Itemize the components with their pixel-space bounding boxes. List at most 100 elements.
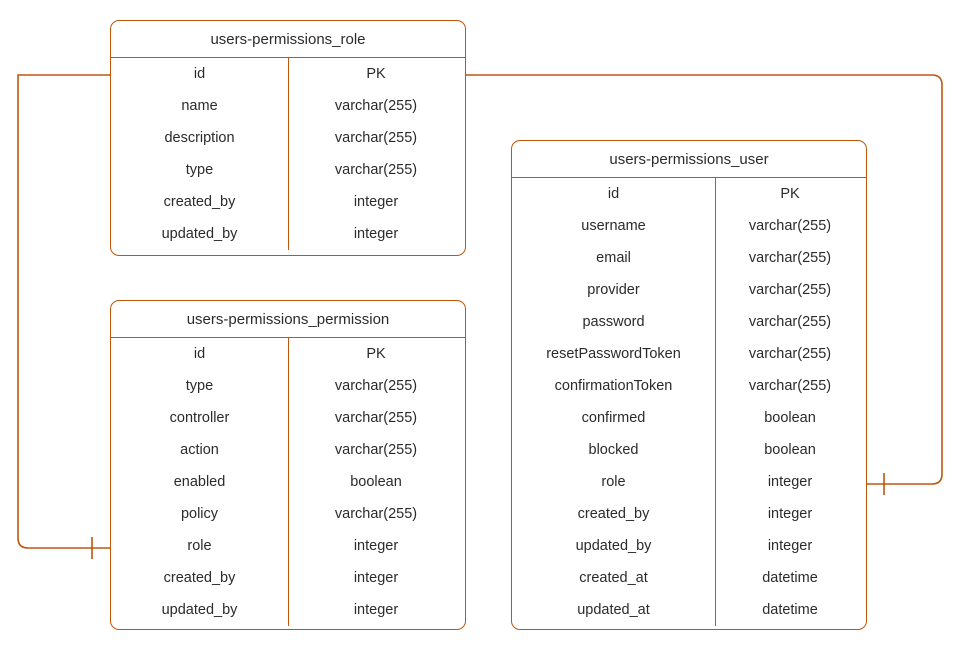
field-name: enabled: [173, 474, 226, 490]
entity-title-user: users-permissions_user: [512, 141, 866, 178]
field-type: varchar(255): [334, 410, 418, 426]
field-type: varchar(255): [334, 378, 418, 394]
entity-title-role: users-permissions_role: [111, 21, 465, 58]
field-name: updated_by: [161, 226, 238, 242]
entity-fields-permission: id PK type varchar(255) controller varchar(25…: [111, 338, 465, 626]
field-name: password: [582, 314, 645, 330]
field-row[interactable]: created_by integer: [111, 562, 465, 594]
field-name: confirmationToken: [554, 378, 673, 394]
field-type: varchar(255): [334, 162, 418, 178]
field-name: confirmed: [581, 410, 646, 426]
entity-title-permission: users-permissions_permission: [111, 301, 465, 338]
field-type: PK: [366, 66, 386, 82]
field-type: boolean: [764, 442, 816, 458]
field-name: created_at: [579, 570, 648, 586]
field-name: type: [185, 162, 214, 178]
field-name: blocked: [588, 442, 639, 458]
field-type: datetime: [762, 570, 818, 586]
entity-fields-role: id PK name varchar(255) description varchar(2…: [111, 58, 465, 250]
field-row[interactable]: confirmationToken varchar(255): [512, 370, 866, 402]
field-type: varchar(255): [748, 282, 832, 298]
field-row[interactable]: description varchar(255): [111, 122, 465, 154]
field-row[interactable]: confirmed boolean: [512, 402, 866, 434]
field-row[interactable]: created_at datetime: [512, 562, 866, 594]
field-name: updated_at: [577, 602, 650, 618]
field-row[interactable]: updated_by integer: [111, 218, 465, 250]
field-name: controller: [169, 410, 230, 426]
field-name: username: [581, 218, 646, 234]
field-name: name: [181, 98, 218, 114]
column-divider: [288, 58, 289, 250]
field-type: integer: [353, 226, 399, 242]
column-divider: [715, 178, 716, 626]
field-type: integer: [767, 538, 813, 554]
field-name: policy: [180, 506, 219, 522]
field-type: varchar(255): [748, 218, 832, 234]
field-name: provider: [587, 282, 640, 298]
field-type: boolean: [764, 410, 816, 426]
field-type: varchar(255): [748, 346, 832, 362]
field-row[interactable]: id PK: [111, 58, 465, 90]
field-row[interactable]: type varchar(255): [111, 370, 465, 402]
field-type: integer: [353, 194, 399, 210]
field-name: resetPasswordToken: [546, 346, 681, 362]
field-name: id: [193, 66, 206, 82]
field-type: PK: [780, 186, 800, 202]
field-name: description: [164, 130, 235, 146]
field-row[interactable]: password varchar(255): [512, 306, 866, 338]
field-type: integer: [353, 602, 399, 618]
field-row[interactable]: name varchar(255): [111, 90, 465, 122]
field-name: action: [180, 442, 219, 458]
field-row[interactable]: enabled boolean: [111, 466, 465, 498]
field-type: varchar(255): [334, 98, 418, 114]
field-row[interactable]: updated_by integer: [512, 530, 866, 562]
field-name: id: [193, 346, 206, 362]
field-row[interactable]: id PK: [512, 178, 866, 210]
field-row[interactable]: created_by integer: [111, 186, 465, 218]
field-row[interactable]: role integer: [512, 466, 866, 498]
field-row[interactable]: id PK: [111, 338, 465, 370]
field-row[interactable]: type varchar(255): [111, 154, 465, 186]
field-type: boolean: [350, 474, 402, 490]
field-name: type: [185, 378, 214, 394]
field-row[interactable]: role integer: [111, 530, 465, 562]
field-type: varchar(255): [748, 250, 832, 266]
field-name: id: [607, 186, 620, 202]
field-type: PK: [366, 346, 386, 362]
field-name: email: [596, 250, 631, 266]
field-name: created_by: [163, 194, 236, 210]
field-row[interactable]: controller varchar(255): [111, 402, 465, 434]
field-type: varchar(255): [748, 378, 832, 394]
field-type: varchar(255): [334, 442, 418, 458]
field-type: datetime: [762, 602, 818, 618]
field-type: integer: [353, 570, 399, 586]
relationship-line: [17, 74, 110, 549]
field-name: role: [187, 538, 212, 554]
field-name: role: [601, 474, 626, 490]
field-type: varchar(255): [334, 506, 418, 522]
field-row[interactable]: resetPasswordToken varchar(255): [512, 338, 866, 370]
field-row[interactable]: action varchar(255): [111, 434, 465, 466]
field-type: integer: [767, 474, 813, 490]
field-row[interactable]: provider varchar(255): [512, 274, 866, 306]
field-name: updated_by: [575, 538, 652, 554]
field-name: updated_by: [161, 602, 238, 618]
field-type: integer: [353, 538, 399, 554]
field-row[interactable]: updated_at datetime: [512, 594, 866, 626]
field-row[interactable]: username varchar(255): [512, 210, 866, 242]
field-row[interactable]: blocked boolean: [512, 434, 866, 466]
field-row[interactable]: policy varchar(255): [111, 498, 465, 530]
field-name: created_by: [163, 570, 236, 586]
column-divider: [288, 338, 289, 626]
field-type: varchar(255): [334, 130, 418, 146]
field-row[interactable]: email varchar(255): [512, 242, 866, 274]
field-type: varchar(255): [748, 314, 832, 330]
entity-fields-user: id PK username varchar(255) email varchar(255…: [512, 178, 866, 626]
field-row[interactable]: updated_by integer: [111, 594, 465, 626]
field-name: created_by: [577, 506, 650, 522]
